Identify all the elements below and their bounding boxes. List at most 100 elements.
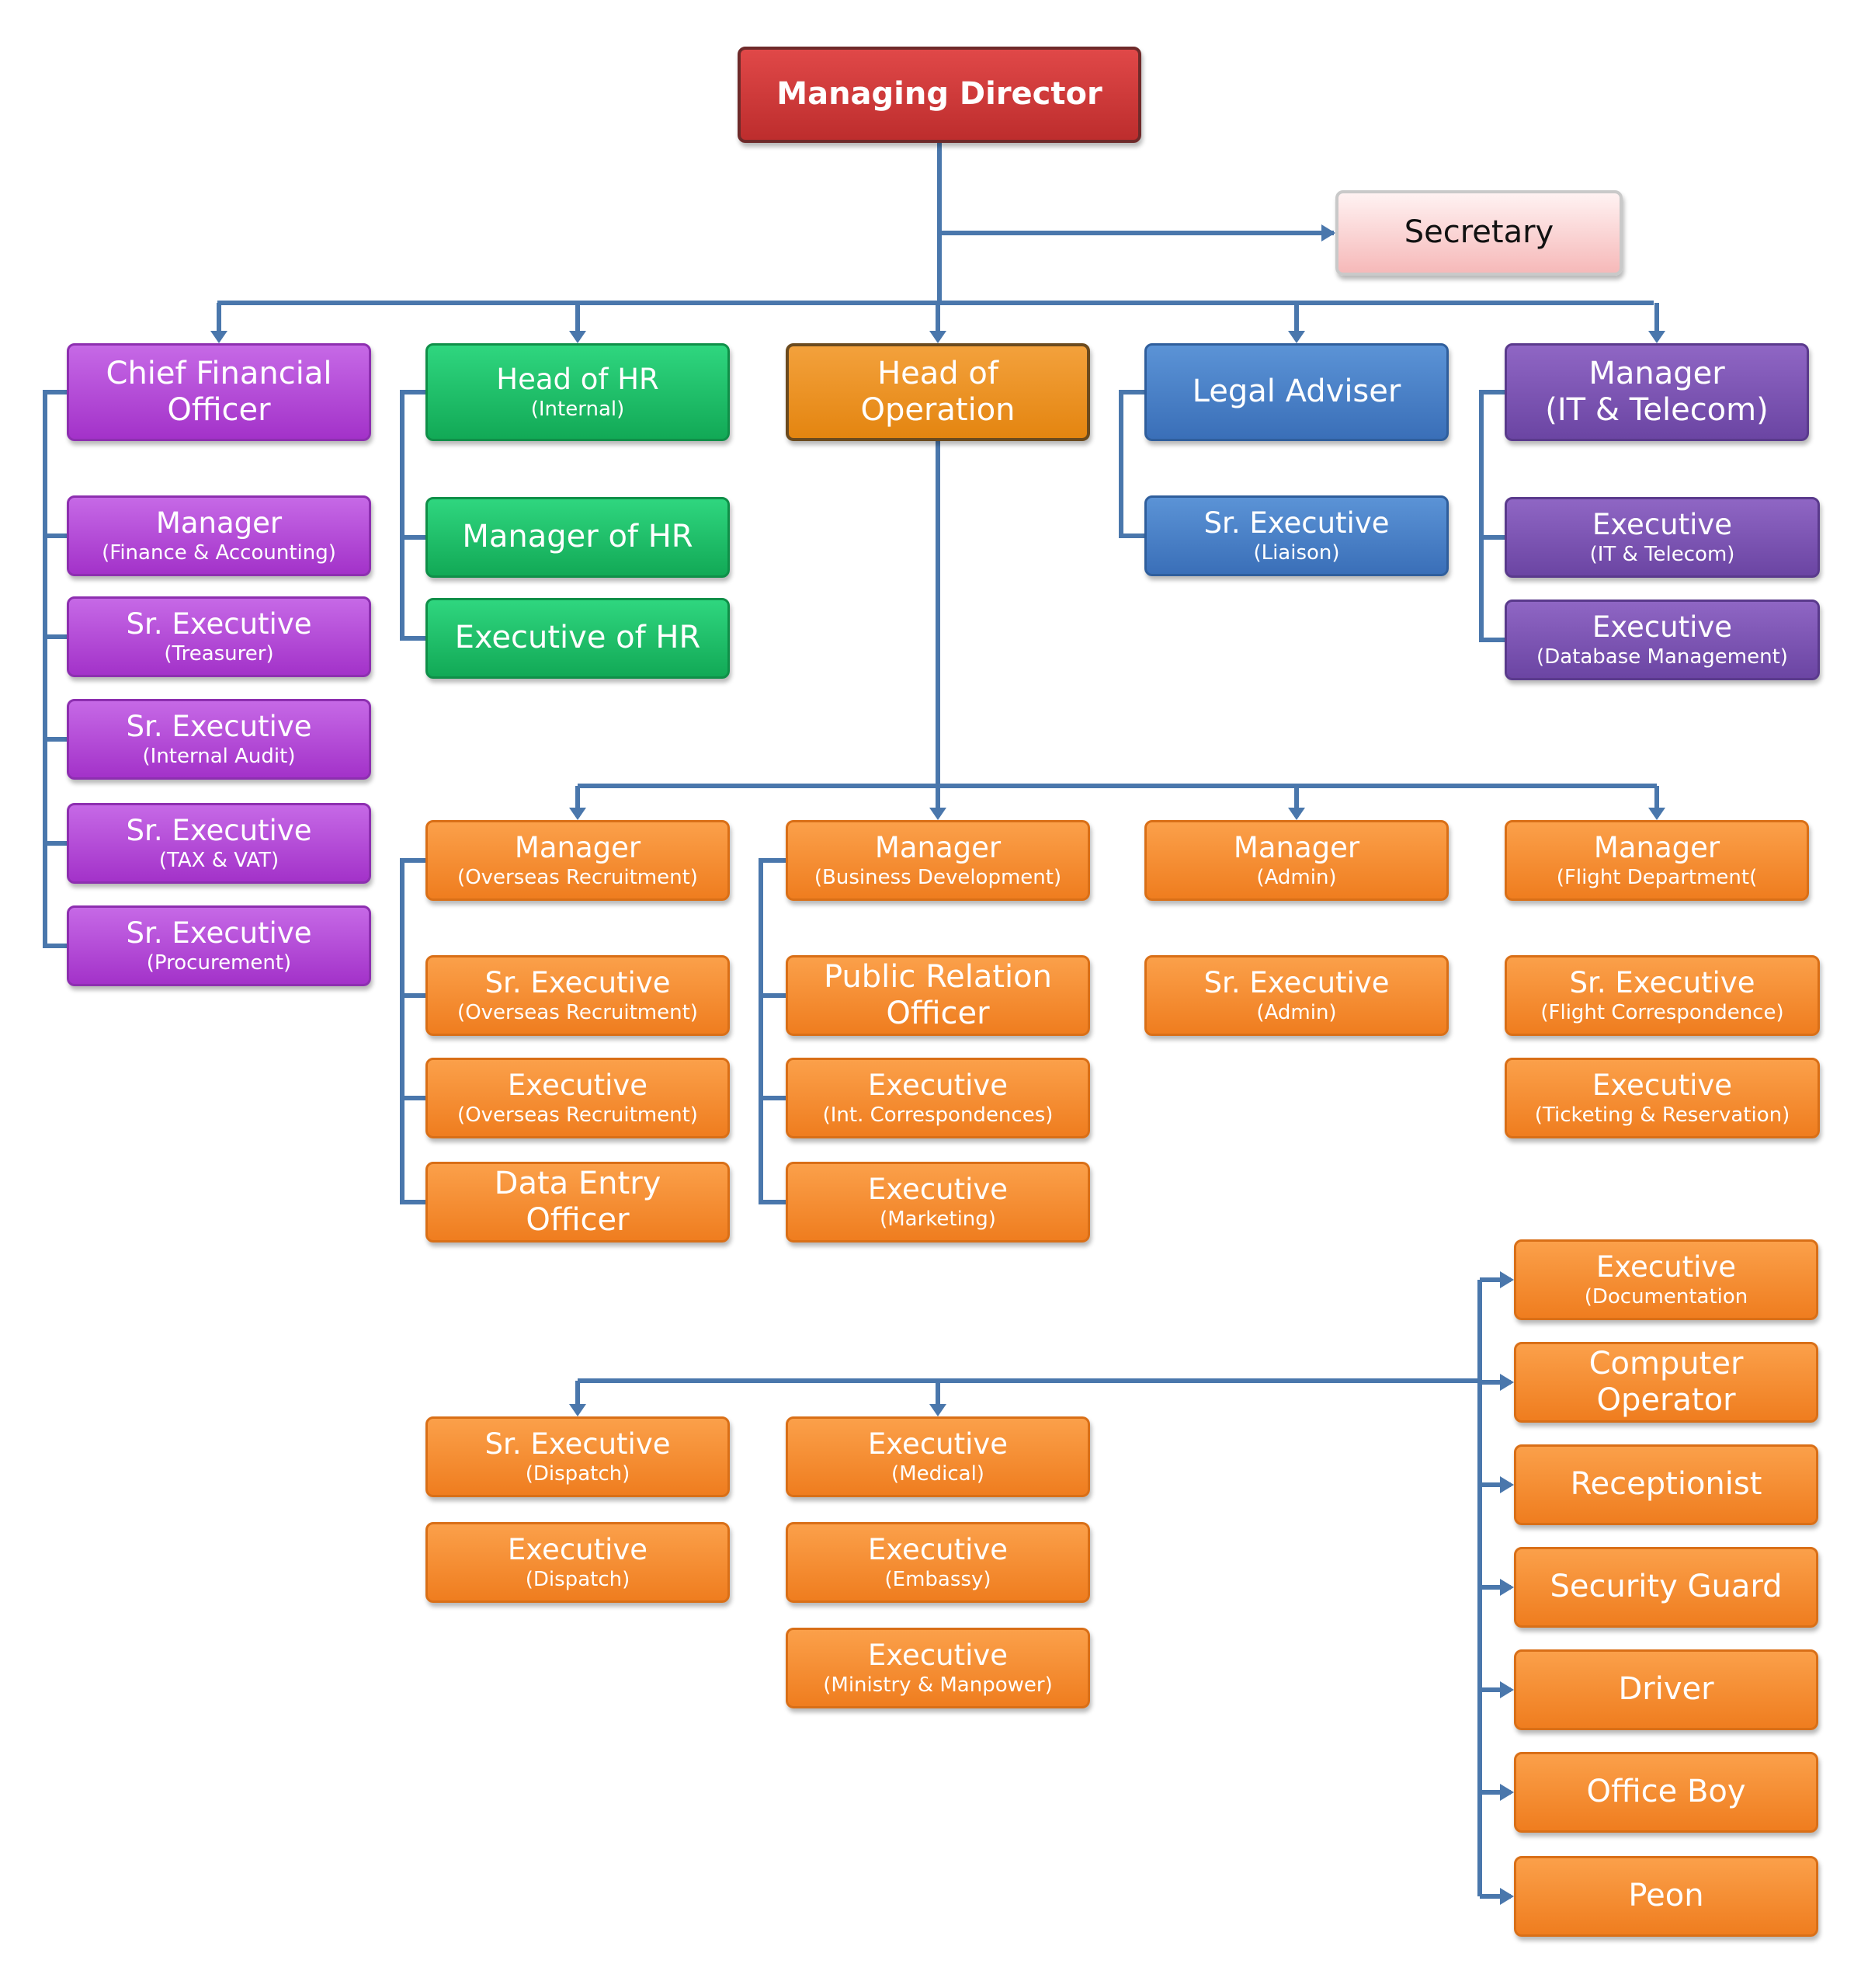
finance-staff-box-subtitle: (Internal Audit) [142, 745, 296, 769]
arrow-head [1321, 224, 1335, 242]
finance-staff-box-title: Sr. Executive [126, 916, 312, 950]
operation-manager-box-subtitle: (Admin) [1256, 866, 1337, 890]
hr-staff-box-title: Executive of HR [454, 620, 701, 656]
processing-staff-box-subtitle: (Embassy) [884, 1568, 991, 1592]
processing-staff-box-subtitle: (Medical) [891, 1462, 984, 1486]
finance-staff-box: Sr. Executive(Internal Audit) [67, 699, 371, 780]
support-staff-box-title: Peon [1628, 1878, 1704, 1914]
finance-spine [43, 390, 67, 948]
business-staff-box-subtitle: (Marketing) [880, 1208, 996, 1232]
flight-staff-box-title: Executive [1592, 1068, 1733, 1102]
legal-adviser-box-title: Legal Adviser [1192, 374, 1401, 410]
secretary-box-title: Secretary [1404, 214, 1554, 251]
arrow-head [1648, 808, 1665, 820]
legal-adviser-box: Legal Adviser [1144, 343, 1449, 441]
legal-staff-box-title: Sr. Executive [1203, 506, 1390, 540]
support-staff-box-title: Receptionist [1570, 1466, 1762, 1503]
flight-staff-box-subtitle: (Flight Correspondence) [1540, 1001, 1784, 1025]
support-staff-box: Receptionist [1514, 1444, 1818, 1525]
dispatch-staff-box: Executive(Dispatch) [425, 1522, 730, 1603]
finance-staff-box: Manager(Finance & Accounting) [67, 495, 371, 576]
cfo-box-title: Chief Financial [106, 355, 332, 391]
flight-staff-box-title: Sr. Executive [1569, 965, 1755, 999]
dispatch-staff-box-title: Sr. Executive [484, 1427, 671, 1461]
operation-manager-box: Manager(Flight Department( [1505, 820, 1809, 901]
support-staff-box-title: Office Boy [1586, 1774, 1746, 1810]
support-staff-box: Office Boy [1514, 1752, 1818, 1833]
support-staff-box: Executive(Documentation [1514, 1239, 1818, 1320]
dispatch-staff-box-subtitle: (Dispatch) [525, 1568, 630, 1592]
arrow-head [569, 331, 586, 343]
head-of-hr-box-title: Head of HR [496, 362, 659, 396]
arrow-head [1500, 1784, 1514, 1801]
operation-manager-box-title: Manager [874, 830, 1002, 864]
operation-manager-box-title: Manager [1233, 830, 1360, 864]
managing-director-box: Managing Director [738, 47, 1141, 143]
finance-staff-box-title: Sr. Executive [126, 709, 312, 743]
support-staff-box-title: Security Guard [1550, 1569, 1783, 1605]
it-staff-box-subtitle: (Database Management) [1536, 645, 1788, 669]
support-staff-box-subtitle: (Documentation [1584, 1285, 1748, 1309]
it-telecom-manager-box: Manager(IT & Telecom) [1505, 343, 1809, 441]
hr-staff-box: Manager of HR [425, 497, 730, 578]
legal-spine [1119, 390, 1144, 538]
legal-staff-box: Sr. Executive(Liaison) [1144, 495, 1449, 576]
finance-staff-box-subtitle: (TAX & VAT) [158, 849, 279, 873]
arrow-head [210, 331, 227, 343]
it-staff-box: Executive(IT & Telecom) [1505, 497, 1820, 578]
hr-spine [400, 390, 425, 641]
hr-staff-box-title: Manager of HR [462, 519, 693, 555]
support-staff-box: Driver [1514, 1649, 1818, 1730]
business-spine [759, 858, 786, 1204]
dispatch-staff-box-subtitle: (Dispatch) [525, 1462, 630, 1486]
overseas-spine [400, 858, 425, 1204]
it-telecom-manager-box-subtitle: (IT & Telecom) [1545, 392, 1769, 428]
admin-staff-box-title: Sr. Executive [1203, 965, 1390, 999]
overseas-staff-box-title: Executive [507, 1068, 648, 1102]
arrow-head [1500, 1579, 1514, 1596]
dispatch-staff-box-title: Executive [507, 1532, 648, 1566]
finance-staff-box: Sr. Executive(Treasurer) [67, 596, 371, 677]
arrow-head [1288, 808, 1305, 820]
operation-manager-box-subtitle: (Flight Department( [1556, 866, 1758, 890]
arrow-head [569, 1404, 586, 1416]
overseas-staff-box: Sr. Executive(Overseas Recruitment) [425, 955, 730, 1036]
operation-manager-box-subtitle: (Business Development) [814, 866, 1062, 890]
operation-manager-box-subtitle: (Overseas Recruitment) [457, 866, 698, 890]
it-spine [1479, 390, 1505, 642]
finance-staff-box-title: Manager [155, 506, 283, 540]
processing-staff-box: Executive(Ministry & Manpower) [786, 1628, 1090, 1708]
processing-staff-box: Executive(Embassy) [786, 1522, 1090, 1603]
support-staff-box-subtitle: Operator [1596, 1382, 1736, 1418]
arrow-head [1288, 331, 1305, 343]
head-of-hr-box: Head of HR(Internal) [425, 343, 730, 441]
finance-staff-box-subtitle: (Finance & Accounting) [102, 541, 336, 565]
arrow-head [1500, 1476, 1514, 1493]
managing-director-box-title: Managing Director [776, 76, 1102, 113]
support-staff-box: Security Guard [1514, 1547, 1818, 1628]
cfo-box-subtitle: Officer [167, 392, 271, 428]
overseas-staff-box: Executive(Overseas Recruitment) [425, 1058, 730, 1138]
arrow-head [929, 331, 946, 343]
processing-staff-box-title: Executive [867, 1638, 1009, 1672]
arrow-head [1500, 1681, 1514, 1698]
arrow-head [929, 1404, 946, 1416]
arrow-head [1500, 1271, 1514, 1288]
legal-staff-box-subtitle: (Liaison) [1253, 541, 1340, 565]
processing-staff-box: Executive(Medical) [786, 1416, 1090, 1497]
processing-staff-box-title: Executive [867, 1427, 1009, 1461]
arrow-head [929, 808, 946, 820]
arrow-head [1500, 1888, 1514, 1905]
secretary-box: Secretary [1335, 190, 1623, 276]
hr-staff-box: Executive of HR [425, 598, 730, 679]
operation-manager-box-title: Manager [514, 830, 641, 864]
it-staff-box-subtitle: (IT & Telecom) [1589, 543, 1735, 567]
business-staff-box-title: Executive [867, 1172, 1009, 1206]
business-staff-box: Executive(Int. Correspondences) [786, 1058, 1090, 1138]
business-staff-box: Executive(Marketing) [786, 1162, 1090, 1242]
